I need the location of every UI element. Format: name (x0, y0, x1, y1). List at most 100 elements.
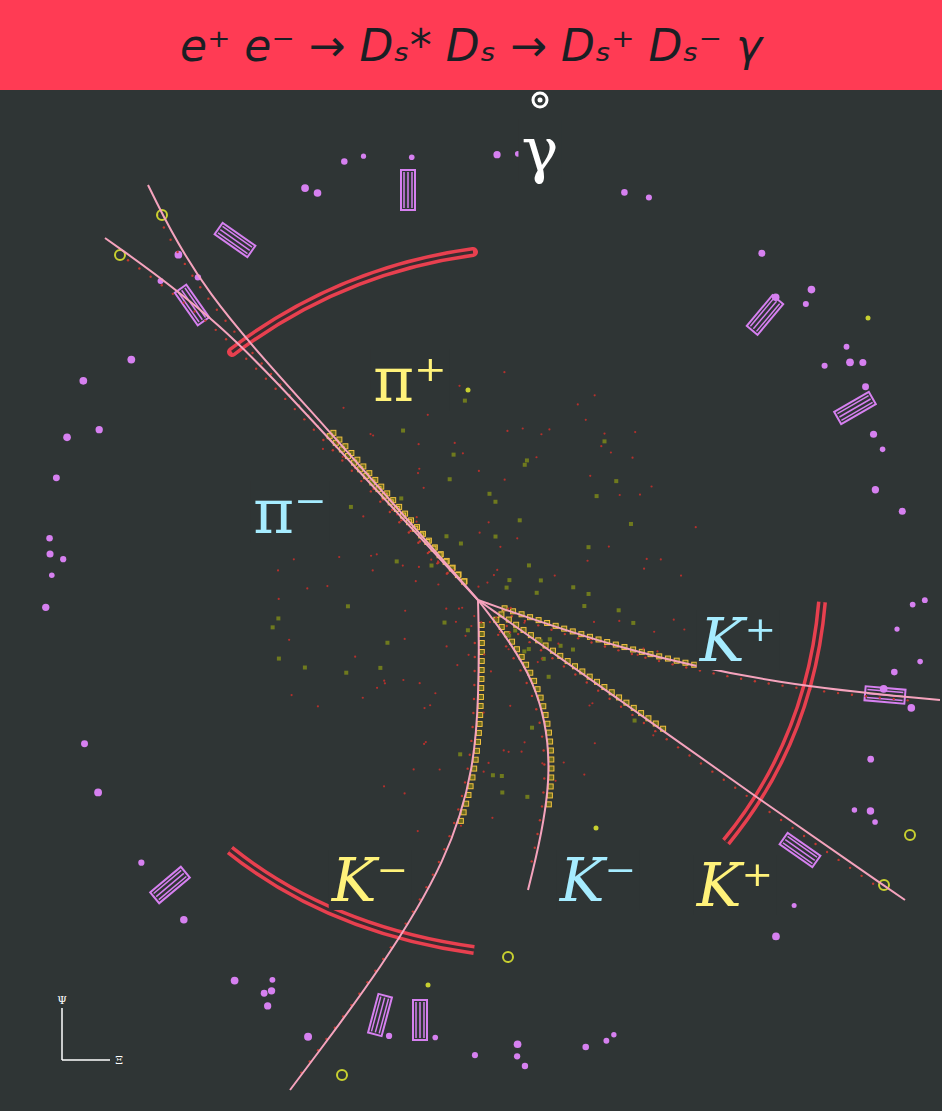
stray-hit (507, 578, 511, 582)
noise-hit (554, 780, 556, 782)
stray-hit (523, 463, 527, 467)
noise-hit (496, 569, 498, 571)
wire-hit (849, 867, 851, 869)
stray-hit (452, 453, 456, 457)
calorimeter-hit (175, 251, 183, 259)
noise-hit (446, 645, 448, 647)
wire-hit (251, 352, 253, 354)
wire-hit (734, 787, 736, 789)
calorimeter-hit (758, 250, 765, 257)
drift-hit (479, 640, 484, 645)
wire-hit (303, 418, 305, 420)
noise-hit (495, 616, 497, 618)
calorimeter-hit (872, 819, 878, 825)
stray-hit (631, 621, 635, 625)
stray-hit (303, 666, 307, 670)
noise-hit (326, 585, 328, 587)
noise-hit (695, 526, 697, 528)
noise-hit (342, 456, 344, 458)
wire-hit (471, 726, 473, 728)
wire-hit (417, 542, 419, 544)
noise-hit (660, 558, 662, 560)
wire-hit (814, 843, 816, 845)
drift-hit (549, 775, 554, 780)
wire-hit (261, 362, 263, 364)
calorimeter-tower (215, 223, 256, 257)
wire-hit (161, 284, 163, 286)
noise-hit (610, 451, 612, 453)
noise-hit (488, 521, 490, 523)
calorimeter-hit (81, 740, 88, 747)
drift-hit (477, 721, 482, 726)
noise-hit (535, 456, 537, 458)
wire-hit (597, 689, 599, 691)
noise-hit (563, 761, 565, 763)
wire-hit (370, 490, 372, 492)
wire-hit (505, 645, 507, 647)
noise-hit (470, 625, 472, 627)
noise-hit (403, 792, 405, 794)
wire-hit (448, 835, 450, 837)
stray-hit (344, 671, 348, 675)
axis-label: Ψ (54, 995, 70, 1006)
wire-hit (453, 822, 455, 824)
stray-hit (493, 500, 497, 504)
noise-hit (372, 434, 374, 436)
noise-hit (362, 697, 364, 699)
noise-hit (477, 586, 479, 588)
wire-hit (872, 883, 874, 885)
noise-hit (462, 452, 464, 454)
wire-hit (541, 805, 543, 807)
wire-hit (446, 572, 448, 574)
calorimeter-tower (747, 295, 783, 335)
wire-hit (723, 779, 725, 781)
noise-hit (423, 487, 425, 489)
noise-hit (322, 448, 324, 450)
noise-hit (461, 607, 463, 609)
noise-hit (445, 608, 447, 610)
wire-hit (803, 835, 805, 837)
noise-hit (437, 583, 439, 585)
noise-hit (619, 494, 621, 496)
noise-hit (618, 620, 620, 622)
wire-hit (474, 656, 476, 658)
wire-hit (551, 657, 553, 659)
wire-hit (563, 665, 565, 667)
noise-hit (594, 742, 596, 744)
wire-hit (865, 695, 867, 697)
noise-hit (537, 661, 539, 663)
calorimeter-hit (772, 933, 780, 941)
drift-hit (474, 748, 479, 753)
drift-hit (479, 631, 484, 636)
wire-hit (604, 645, 606, 647)
calorimeter-hit (60, 556, 66, 562)
stray-hit (463, 399, 467, 403)
wire-hit (543, 777, 545, 779)
wire-hit (768, 811, 770, 813)
wire-hit (294, 408, 296, 410)
stray-hit (582, 604, 586, 608)
wire-hit (464, 781, 466, 783)
wire-hit (577, 637, 579, 639)
noise-hit (430, 559, 432, 561)
calorimeter-hit (301, 184, 309, 192)
track (105, 238, 478, 600)
stray-hit (548, 637, 552, 641)
cluster-ring (905, 830, 915, 840)
wire-hit (265, 377, 267, 379)
wire-hit (823, 690, 825, 692)
calorimeter-tower (834, 392, 876, 424)
noise-hit (653, 631, 655, 633)
noise-hit (673, 619, 675, 621)
muon-chambers (230, 252, 822, 950)
particle-label: K⁺ (697, 610, 780, 670)
noise-hit (458, 385, 460, 387)
noise-hit (490, 670, 492, 672)
stray-hit (401, 429, 405, 433)
calorimeter-hit (269, 977, 275, 983)
calorimeter-hit (49, 572, 55, 578)
wire-hit (466, 767, 468, 769)
noise-hit (434, 692, 436, 694)
stray-hit (443, 621, 447, 625)
stray-hit (378, 666, 382, 670)
